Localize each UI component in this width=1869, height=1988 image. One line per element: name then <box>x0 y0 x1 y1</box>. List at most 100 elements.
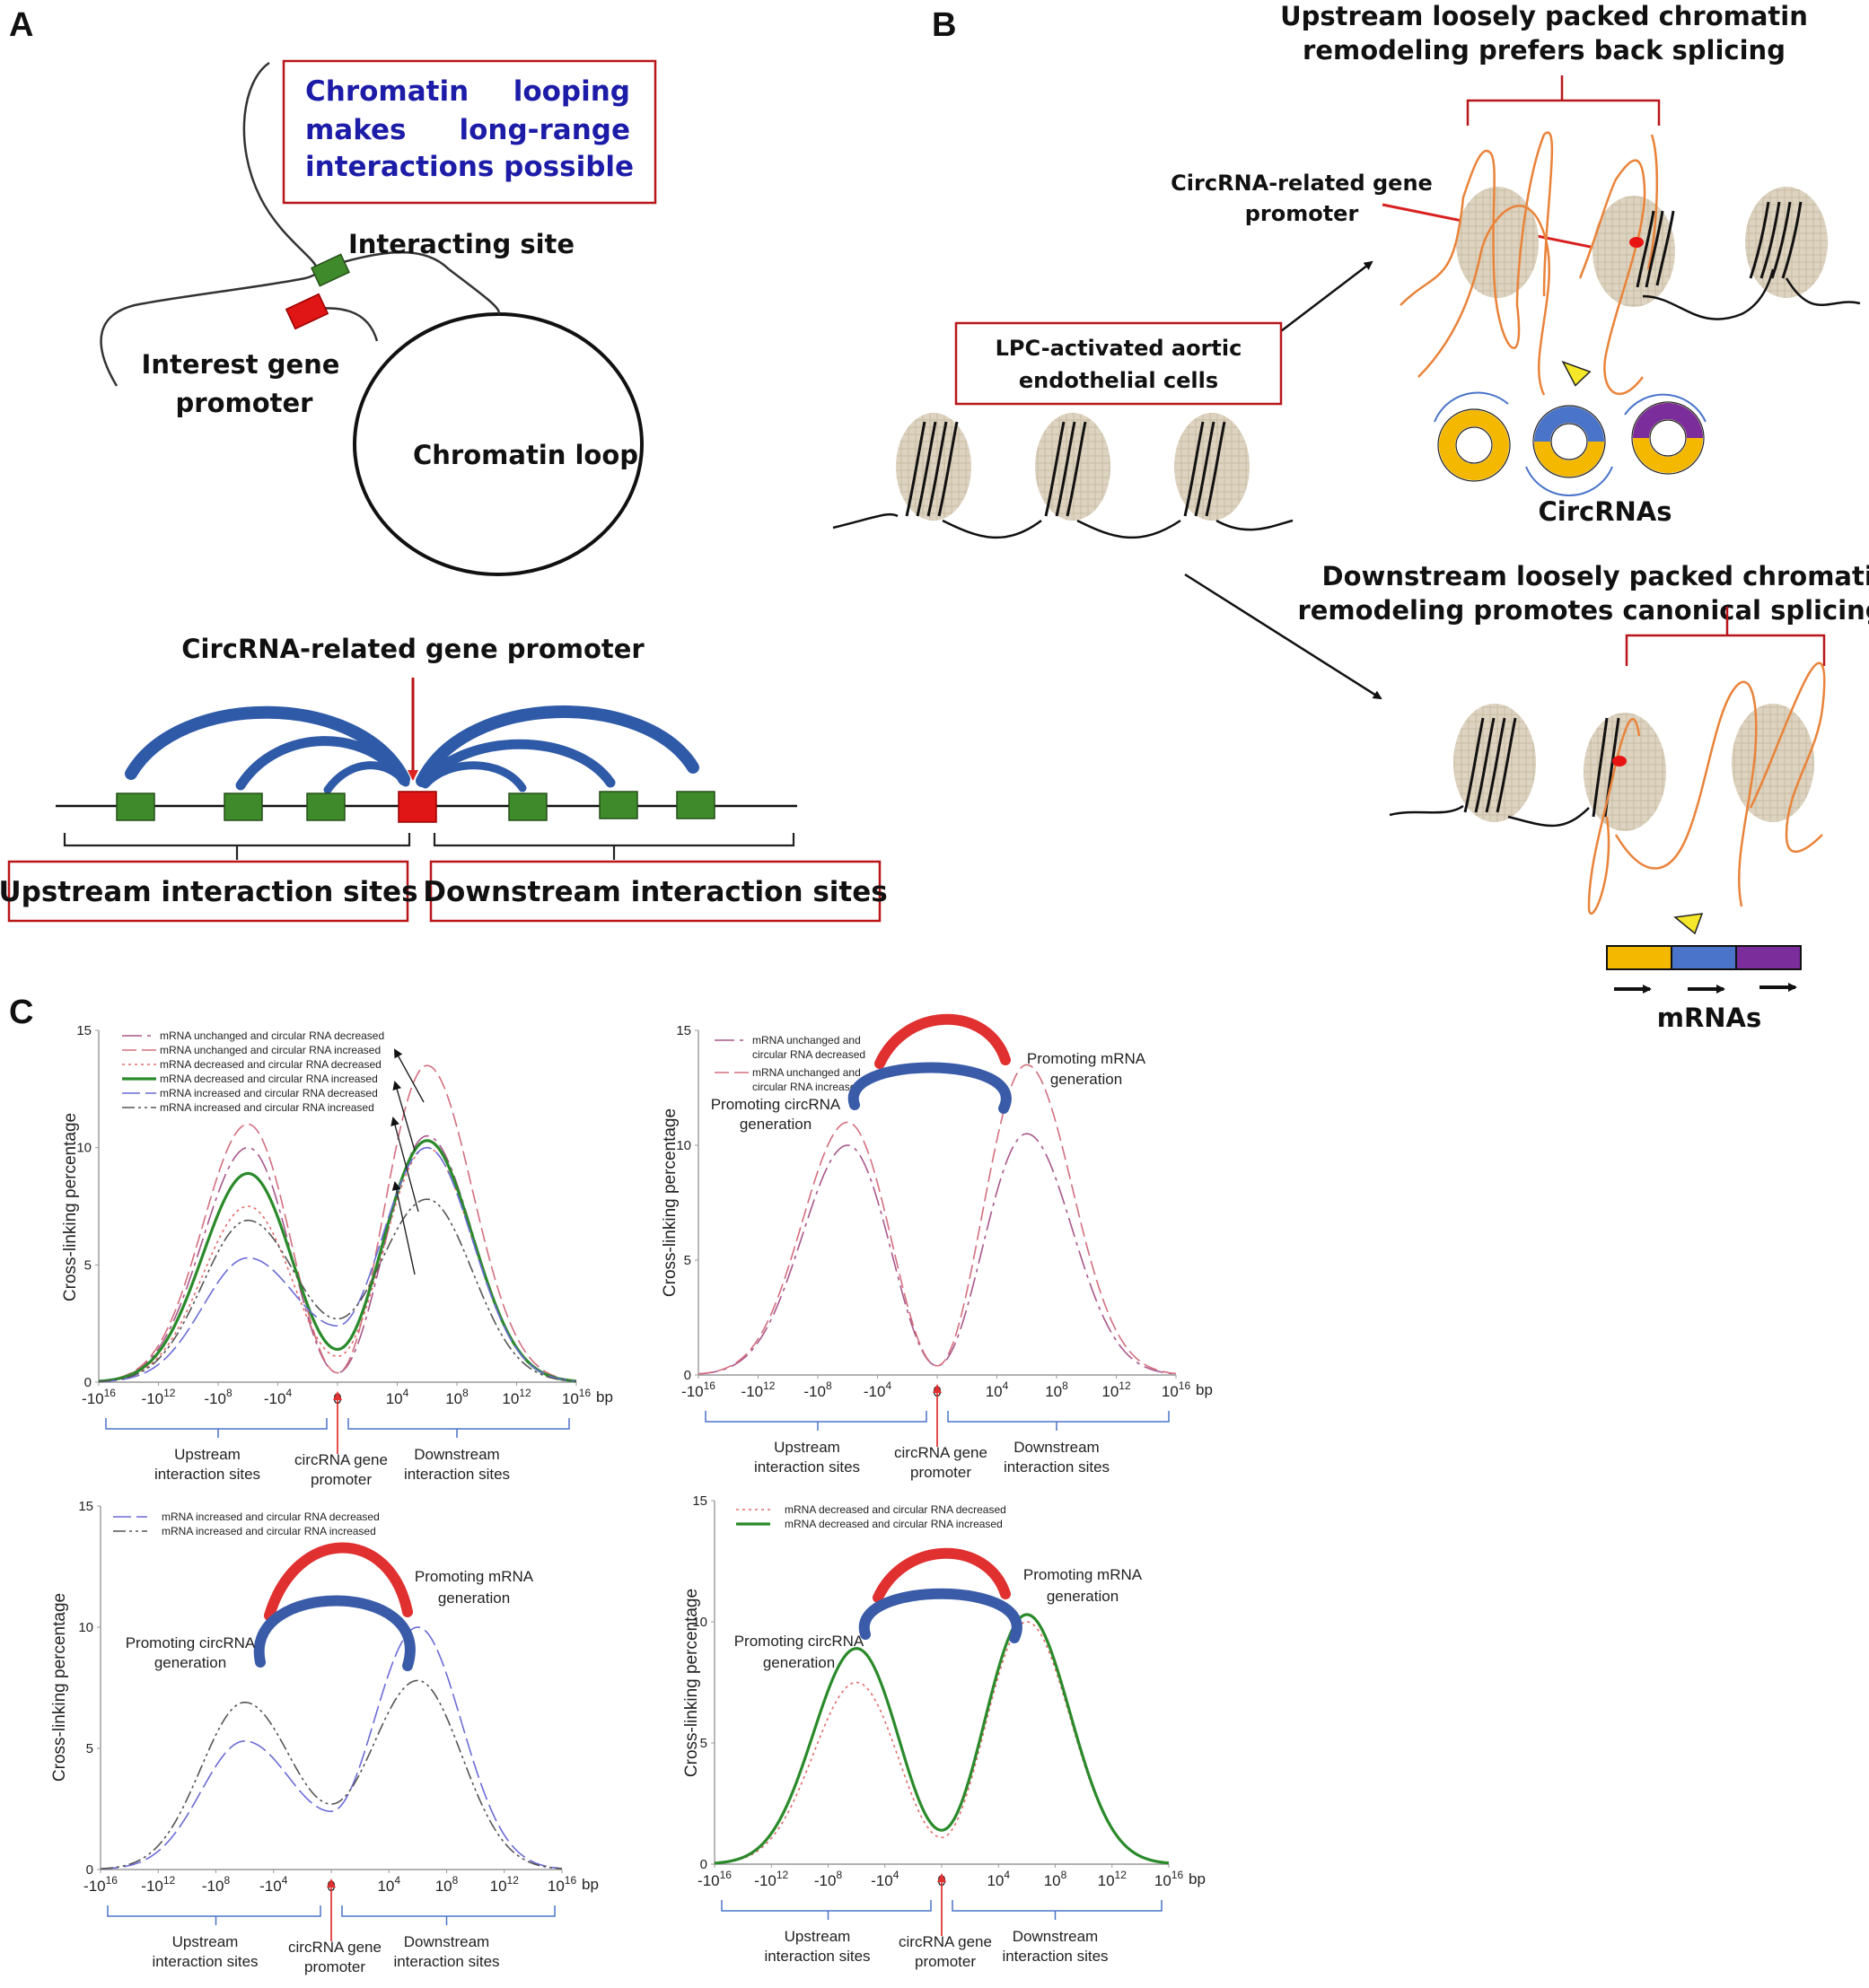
lpc-line2: endothelial cells <box>1019 368 1218 393</box>
y-tick-label: 0 <box>700 1857 707 1872</box>
x-tick-base: -10 <box>871 1872 893 1889</box>
chart-unchanged-mrna: 051015-1016-1012-108-104010410810121016b… <box>661 1013 1213 1481</box>
x-tick-base: 10 <box>1101 1383 1119 1400</box>
bp-unit: bp <box>1189 1870 1206 1887</box>
interaction-arcs <box>125 705 699 794</box>
x-tick-label: -104 <box>259 1874 288 1895</box>
y-tick-label: 5 <box>84 1257 92 1273</box>
promoting-circ-1: Promoting circRNA <box>126 1634 256 1651</box>
downstream-box <box>429 860 882 923</box>
x-tick-exponent: 4 <box>893 1869 899 1881</box>
promoting-circ-1: Promoting circRNA <box>711 1096 841 1113</box>
y-axis-title: Cross-linking percentage <box>661 1108 680 1297</box>
upstream-box <box>7 860 409 923</box>
promoting-circ-2: generation <box>154 1654 226 1671</box>
x-tick-exponent: 4 <box>282 1874 288 1887</box>
y-tick-label: 0 <box>86 1862 93 1878</box>
x-tick-base: -10 <box>681 1383 704 1400</box>
x-tick-base: 10 <box>386 1390 403 1407</box>
x-tick-base: 10 <box>445 1390 462 1407</box>
x-tick-base: -10 <box>803 1383 826 1400</box>
downstream-label-2: interaction sites <box>393 1953 499 1970</box>
x-tick-exponent: 4 <box>285 1387 292 1399</box>
panel-letter-a: A <box>9 6 33 44</box>
chromatin-loop-label: Chromatin loop <box>413 440 638 470</box>
downstream-remodeling-line1: Downstream loosely packed chromatin <box>1322 561 1869 591</box>
downstream-label-2: interaction sites <box>1002 1948 1108 1965</box>
x-tick-label: 1016 <box>1154 1869 1184 1889</box>
circrna-arc <box>847 1062 1012 1114</box>
x-tick-label: 1012 <box>490 1874 520 1895</box>
x-tick-exponent: 16 <box>720 1869 733 1881</box>
box-line2-right: long-range <box>459 114 630 146</box>
x-tick-label: -108 <box>202 1874 231 1895</box>
x-tick-label: 104 <box>986 1379 1009 1400</box>
x-tick-exponent: 12 <box>163 1387 176 1399</box>
chart-increased-mrna: 051015-1016-1012-108-104010410810121016b… <box>50 1499 599 1975</box>
promoting-mrna-1: Promoting mRNA <box>1027 1050 1146 1067</box>
panel-letter-c: C <box>9 994 33 1031</box>
mrnas-label: mRNAs <box>1657 1003 1762 1033</box>
circrna-rings <box>1434 391 1707 496</box>
upstream-box-label: Upstream interaction sites <box>0 876 418 908</box>
legend-entry: mRNA increased and circular RNA decrease… <box>162 1511 380 1523</box>
x-tick-base: -10 <box>202 1878 224 1895</box>
y-tick-label: 5 <box>86 1741 93 1756</box>
series-line-2 <box>98 1064 577 1382</box>
x-tick-label: 108 <box>1045 1379 1068 1400</box>
x-tick-exponent: 4 <box>1004 1869 1010 1881</box>
promoter-b-line1: CircRNA-related gene <box>1171 171 1433 196</box>
series-line-2 <box>100 1679 563 1870</box>
box-line2-left: makes <box>305 114 406 146</box>
legend-entry: mRNA unchanged and <box>752 1034 861 1047</box>
x-tick-base: -10 <box>142 1390 164 1407</box>
interest-gene-line1: Interest gene <box>142 349 340 380</box>
upstream-label-2: interaction sites <box>154 1466 260 1483</box>
downstream-bracket-c <box>347 1418 570 1438</box>
x-tick-label: -1012 <box>741 1379 776 1400</box>
promoter-label-1: circRNA gene <box>899 1933 992 1950</box>
promoting-mrna-2: generation <box>1047 1588 1119 1605</box>
legend-entry: mRNA unchanged and <box>752 1066 861 1079</box>
downstream-bracket-c <box>341 1905 556 1925</box>
legend-entry: mRNA decreased and circular RNA decrease… <box>785 1503 1006 1516</box>
mrna-bar <box>1606 945 1802 994</box>
box-line1-left: Chromatin <box>305 75 469 108</box>
x-tick-exponent: 16 <box>104 1387 117 1399</box>
x-tick-label: -1012 <box>754 1869 788 1889</box>
series-line-1 <box>98 1134 577 1382</box>
panel-c: C 051015-1016-1012-108-10401041081012101… <box>9 994 1213 1975</box>
series-line-4 <box>98 1139 577 1383</box>
x-tick-label: -1012 <box>141 1874 175 1895</box>
x-tick-label: -104 <box>864 1379 892 1400</box>
yellow-pointer-mrna <box>1673 913 1704 935</box>
upstream-bracket-c <box>721 1900 932 1920</box>
x-tick-label: 1012 <box>1098 1869 1128 1889</box>
x-tick-exponent: 4 <box>885 1379 891 1392</box>
compact-chromatin <box>832 413 1294 539</box>
upstream-chromatin <box>1400 131 1861 396</box>
x-tick-exponent: 8 <box>826 1379 832 1392</box>
x-tick-base: 10 <box>1154 1872 1171 1889</box>
interaction-site-markers <box>116 791 715 823</box>
x-tick-exponent: 16 <box>106 1874 118 1887</box>
x-tick-exponent: 8 <box>462 1387 469 1399</box>
x-tick-label: -108 <box>204 1387 233 1407</box>
x-tick-base: 10 <box>1162 1383 1179 1400</box>
series-line-1 <box>698 1133 1177 1375</box>
promoter-label-2: promoter <box>304 1958 365 1975</box>
x-tick-exponent: 16 <box>704 1379 716 1392</box>
promoter-label-1: circRNA gene <box>288 1939 382 1956</box>
upstream-label-2: interaction sites <box>152 1953 258 1970</box>
panel-letter-b: B <box>932 6 956 44</box>
x-tick-exponent: 8 <box>224 1874 230 1887</box>
panel-b: B Upstream loosely packed chromatin remo… <box>832 1 1869 1033</box>
downstream-remodeling-line2: remodeling promotes canonical splicing <box>1297 595 1869 626</box>
x-tick-label: -1016 <box>698 1869 732 1889</box>
x-tick-label: 104 <box>987 1869 1010 1889</box>
downstream-label-1: Downstream <box>404 1933 489 1950</box>
x-tick-exponent: 8 <box>1061 1869 1067 1881</box>
downstream-brace <box>1625 607 1826 666</box>
x-tick-base: 10 <box>435 1878 452 1895</box>
downstream-label-2: interaction sites <box>1004 1458 1110 1476</box>
